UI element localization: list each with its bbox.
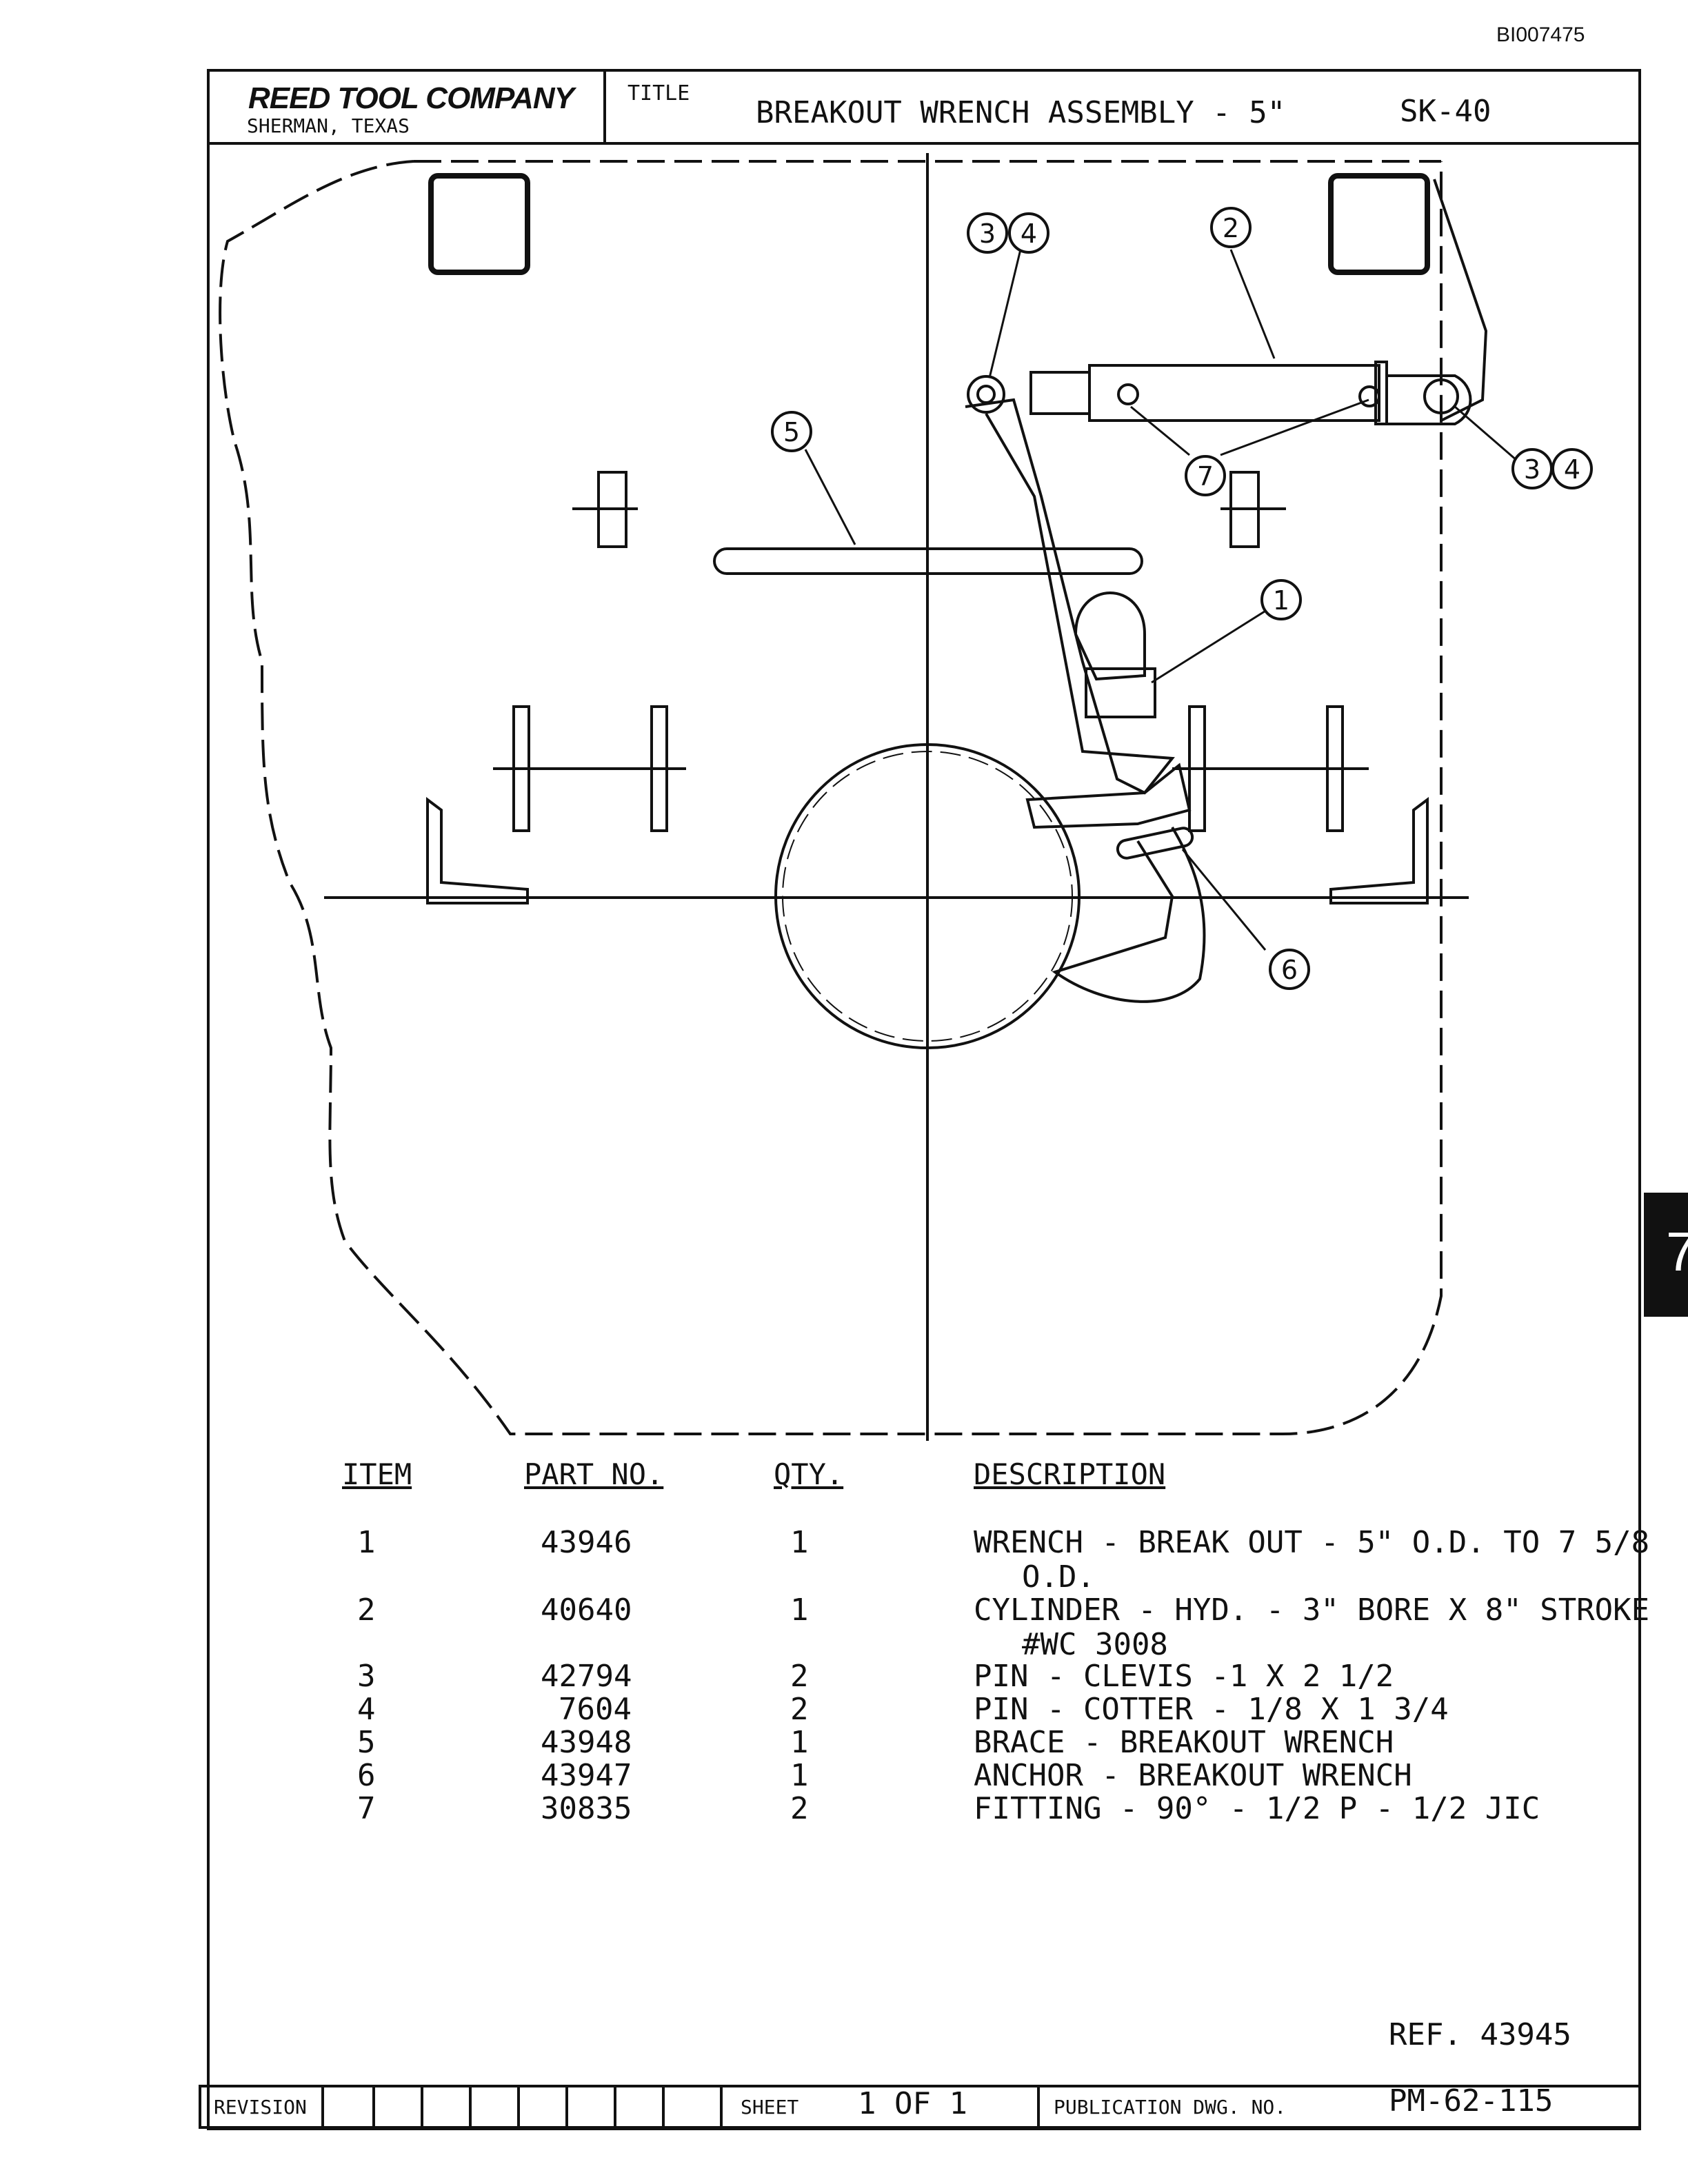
- row-4-part: 7604: [559, 1692, 632, 1727]
- square-tube-left: [428, 173, 530, 275]
- row-2-qty: 1: [790, 1593, 809, 1628]
- document-id: BI007475: [1496, 23, 1585, 46]
- header-item: ITEM: [342, 1457, 412, 1491]
- sheet-value: 1 OF 1: [858, 2086, 967, 2121]
- callout-5: 5: [783, 417, 800, 447]
- wrench-arm: [965, 398, 1175, 795]
- wrench-jaw: [1085, 667, 1156, 718]
- row-4-item: 4: [357, 1692, 376, 1727]
- reference-number: REF. 43945: [1389, 2017, 1571, 2052]
- publication-label: PUBLICATION DWG. NO.: [1054, 2096, 1287, 2119]
- row-3-item: 3: [357, 1659, 376, 1694]
- row-1-item: 1: [357, 1525, 376, 1560]
- section-tab-marker: 7: [1644, 1193, 1688, 1317]
- row-7-part: 30835: [541, 1791, 632, 1826]
- header-part-no: PART NO.: [524, 1457, 664, 1491]
- sheet-code: SK-40: [1400, 94, 1491, 129]
- row-3-qty: 2: [790, 1659, 809, 1694]
- row-3-part: 42794: [541, 1659, 632, 1694]
- callout-7: 7: [1197, 461, 1214, 492]
- company-location: SHERMAN, TEXAS: [247, 114, 410, 137]
- header-description: DESCRIPTION: [974, 1457, 1166, 1491]
- row-1-part: 43946: [541, 1525, 632, 1560]
- clevis-pin-left: [967, 375, 1005, 414]
- row-6-desc: ANCHOR - BREAKOUT WRENCH: [974, 1758, 1412, 1793]
- brace-bar: [713, 547, 1143, 575]
- row-1-desc: WRENCH - BREAK OUT - 5" O.D. TO 7 5/8: [974, 1525, 1650, 1560]
- title-label: TITLE: [627, 81, 690, 105]
- row-5-part: 43948: [541, 1725, 632, 1760]
- callout-1: 1: [1273, 585, 1289, 616]
- title-block-divider: [603, 69, 606, 145]
- callout-6: 6: [1281, 955, 1298, 985]
- row-6-qty: 1: [790, 1758, 809, 1793]
- section-tab-number: 7: [1666, 1221, 1688, 1282]
- callout-4: 4: [1021, 219, 1037, 249]
- row-5-qty: 1: [790, 1725, 809, 1760]
- clevis-pin-right: [1423, 378, 1459, 414]
- revision-label: REVISION: [214, 2096, 307, 2119]
- drawing-title: BREAKOUT WRENCH ASSEMBLY - 5": [756, 95, 1286, 130]
- angle-iron-left: [426, 797, 529, 904]
- row-5-desc: BRACE - BREAKOUT WRENCH: [974, 1725, 1394, 1760]
- pipe-section: [774, 743, 1081, 1049]
- header-qty: QTY.: [774, 1457, 844, 1491]
- angle-iron-right: [1329, 797, 1429, 904]
- row-2-item: 2: [357, 1593, 376, 1628]
- row-2-desc: CYLINDER - HYD. - 3" BORE X 8" STROKE: [974, 1593, 1650, 1628]
- revision-bar: [199, 2085, 1641, 2129]
- drawing-frame: [207, 69, 1641, 2130]
- callout-3-right: 3: [1524, 454, 1540, 485]
- publication-number: PM-62-115: [1389, 2083, 1554, 2119]
- sheet-label: SHEET: [741, 2096, 799, 2119]
- boundary-outline: [219, 160, 1443, 1435]
- row-4-qty: 2: [790, 1692, 809, 1727]
- row-7-qty: 2: [790, 1791, 809, 1826]
- callout-4-right: 4: [1564, 454, 1580, 485]
- row-2-part: 40640: [541, 1593, 632, 1628]
- row-7-item: 7: [357, 1791, 376, 1826]
- row-2-desc-cont: #WC 3008: [1022, 1627, 1168, 1662]
- callout-3: 3: [979, 219, 996, 249]
- row-1-desc-cont: O.D.: [1022, 1559, 1095, 1595]
- callout-2: 2: [1223, 213, 1239, 243]
- row-6-part: 43947: [541, 1758, 632, 1793]
- row-3-desc: PIN - CLEVIS -1 X 2 1/2: [974, 1659, 1394, 1694]
- title-block: [207, 69, 1641, 145]
- row-6-item: 6: [357, 1758, 376, 1793]
- row-7-desc: FITTING - 90° - 1/2 P - 1/2 JIC: [974, 1791, 1540, 1826]
- square-tube-right: [1328, 173, 1430, 275]
- row-1-qty: 1: [790, 1525, 809, 1560]
- company-name: REED TOOL COMPANY: [248, 81, 574, 115]
- row-5-item: 5: [357, 1725, 376, 1760]
- row-4-desc: PIN - COTTER - 1/8 X 1 3/4: [974, 1692, 1449, 1727]
